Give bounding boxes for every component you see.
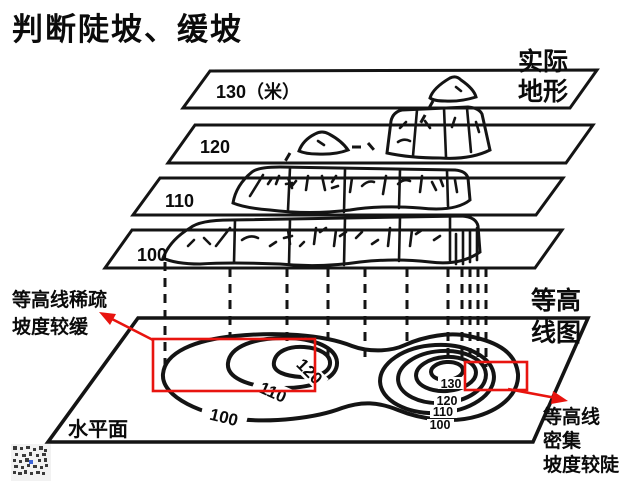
terrain-summit-slice <box>428 75 478 103</box>
terrain-slice-120-130 <box>385 105 492 160</box>
elevation-plane-110 <box>130 176 566 217</box>
elevation-plane-100 <box>102 228 565 270</box>
sparse-highlight-box <box>151 337 317 393</box>
terrain-facets <box>396 106 481 159</box>
horizontal-plane-surface <box>44 316 591 444</box>
plane-130-surface <box>180 68 600 110</box>
projection-dashes-120 <box>281 142 376 166</box>
plane-label-120: 120 <box>200 137 230 157</box>
svg-text:120: 120 <box>437 394 458 408</box>
plane-120-surface <box>165 123 596 165</box>
plane-label-130: 130（米） <box>216 81 300 102</box>
contour-left-120 <box>271 344 333 380</box>
contour-label-100-right: 100 <box>427 418 454 432</box>
elevation-plane-120 <box>165 123 596 165</box>
svg-text:等高线: 等高线 <box>542 405 600 428</box>
dense-arrowhead <box>551 391 568 404</box>
contour-label-110-right: 110 <box>430 405 457 419</box>
svg-text:等高: 等高 <box>531 286 581 315</box>
svg-text:110: 110 <box>433 405 453 419</box>
dense-highlight-box <box>463 360 529 392</box>
sparse-arrowhead <box>99 312 116 325</box>
dense-arrow-shaft <box>507 387 557 400</box>
qr-code <box>11 444 51 481</box>
contour-map-label: 等高 线图 <box>531 286 581 347</box>
terrain-section-lines <box>286 166 450 214</box>
elevation-plane-130 <box>180 68 600 110</box>
vegetation-mark <box>316 139 326 147</box>
terrain-slice-110-120 <box>231 165 472 214</box>
terrain-slice-100-110 <box>161 214 482 268</box>
svg-text:线图: 线图 <box>531 318 581 347</box>
contour-label-120-right: 120 <box>434 394 461 408</box>
contour-label-130-right: 130 <box>438 377 465 391</box>
svg-text:密集: 密集 <box>543 429 582 452</box>
sparse-arrow-shaft <box>109 316 154 342</box>
svg-text:实际: 实际 <box>518 47 568 76</box>
plane-110-surface <box>130 176 566 217</box>
page-title: 判断陡坡、缓坡 <box>12 12 243 47</box>
svg-text:等高线稀疏: 等高线稀疏 <box>11 288 107 311</box>
contour-100-outer <box>161 332 521 423</box>
projection-dash <box>418 100 435 125</box>
plane-label-110: 110 <box>165 191 194 211</box>
vegetation-mark <box>454 85 463 93</box>
terrain-mound-120 <box>297 130 351 156</box>
svg-text:130: 130 <box>441 377 462 391</box>
sparse-note: 等高线稀疏 坡度较缓 <box>11 288 107 338</box>
horizontal-plane-label: 水平面 <box>68 418 128 441</box>
svg-text:坡度较陡: 坡度较陡 <box>543 453 620 476</box>
red-annotations <box>99 312 568 404</box>
plane-100-surface <box>102 228 565 270</box>
svg-text:坡度较缓: 坡度较缓 <box>12 315 89 338</box>
contour-label-100-left: 100 <box>199 400 249 432</box>
plane-label-100: 100 <box>137 245 167 265</box>
dense-note: 等高线 密集 坡度较陡 <box>542 405 620 476</box>
terrain-section-lines <box>232 215 479 267</box>
actual-terrain-label: 实际 地形 <box>518 47 568 106</box>
svg-text:100: 100 <box>430 418 451 432</box>
svg-text:地形: 地形 <box>518 78 568 106</box>
